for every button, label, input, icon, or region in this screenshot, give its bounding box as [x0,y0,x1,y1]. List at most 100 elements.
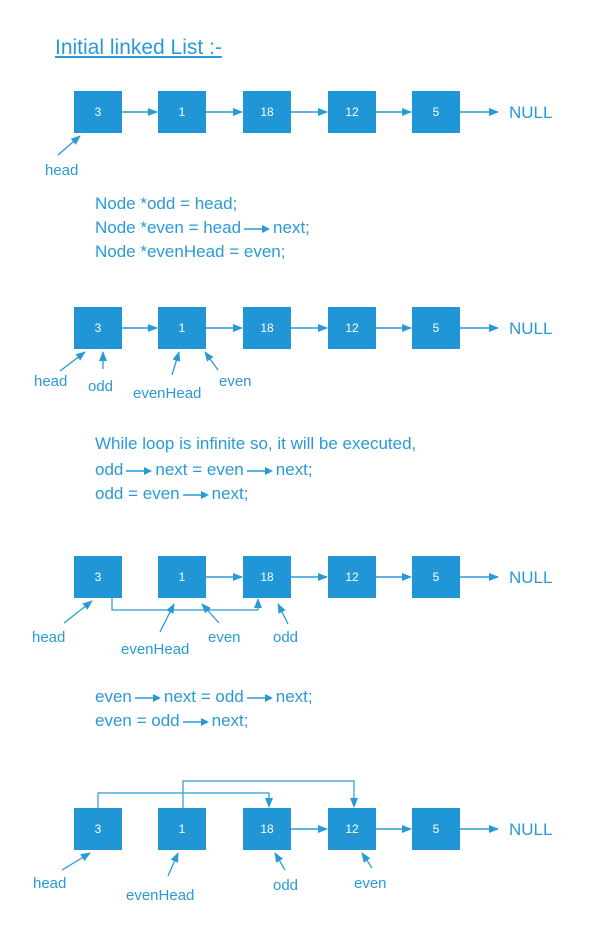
code-text: While loop is infinite so, it will be ex… [95,434,417,453]
list-node [158,808,206,850]
pointer-arrow [277,603,289,625]
linked-list-stage-1: 3 1 18 12 5 NULL head [45,91,552,179]
list-node [158,91,206,133]
code-text: even = odd [95,711,180,730]
code-text: odd [95,460,124,479]
node-value: 18 [260,822,274,836]
null-label: NULL [509,103,552,122]
node-value: 1 [179,570,186,584]
code-text: next = odd [163,687,244,706]
pointer-arrow [204,351,219,371]
arrow-right-icon [246,466,273,475]
pointer-label: even [208,629,241,646]
list-node [158,307,206,349]
pointer-label: head [45,162,78,179]
pointer-arrow [57,135,81,156]
code-line: Node *even = head next; [95,216,310,240]
arrow-right-icon [244,224,271,233]
pointer-arrow [63,600,93,624]
list-node [243,808,291,850]
pointer-label: head [34,373,67,390]
pointer-label: even [219,373,252,390]
pointer-label: odd [273,877,298,894]
null-label: NULL [509,820,552,839]
node-value: 3 [95,570,102,584]
list-node [412,808,460,850]
node-value: 5 [433,105,440,119]
node-value: 12 [345,321,359,335]
pointer-arrow [159,603,175,633]
code-text: Node *odd = head; [95,194,238,213]
arrow-right-icon [246,693,273,702]
node-value: 1 [179,105,186,119]
list-node [74,556,122,598]
list-node [328,556,376,598]
pointer-label: evenHead [126,887,194,904]
list-node [243,91,291,133]
list-node [243,307,291,349]
node-value: 3 [95,822,102,836]
node-value: 5 [433,321,440,335]
pointer-arrow [274,852,286,871]
arrow-right-icon [182,490,209,499]
code-text: Node *evenHead = even; [95,242,286,261]
list-node [158,556,206,598]
rewired-link [111,598,262,611]
node-value: 18 [260,321,274,335]
node-value: 12 [345,822,359,836]
pointer-arrow [201,603,220,624]
pointer-label: even [354,875,387,892]
code-line: While loop is infinite so, it will be ex… [95,432,416,456]
null-label: NULL [509,319,552,338]
code-text: next = even [155,460,244,479]
node-value: 5 [433,822,440,836]
linked-list-stage-2: 3 1 18 12 5 NULL head odd evenHead even [34,307,552,402]
pointer-arrow [59,351,86,372]
linked-list-stage-3: 3 1 18 12 5 NULL head evenHead even odd [32,556,552,658]
code-text: odd = even [95,484,180,503]
list-node [243,556,291,598]
code-text: next; [273,218,310,237]
arrow-right-icon [134,693,161,702]
code-text: next; [275,460,313,479]
rewired-link [182,780,358,808]
code-text: Node *even = head [95,218,242,237]
node-value: 12 [345,570,359,584]
node-value: 18 [260,570,274,584]
list-node [328,91,376,133]
node-value: 5 [433,570,440,584]
pointer-arrow [61,852,91,871]
node-value: 18 [260,105,274,119]
code-block-init: Node *odd = head; Node *even = head next;… [95,192,310,264]
node-value: 12 [345,105,359,119]
pointer-label: evenHead [133,385,201,402]
null-label: NULL [509,568,552,587]
pointer-label: evenHead [121,641,189,658]
list-node [412,91,460,133]
node-value: 1 [179,321,186,335]
node-value: 3 [95,321,102,335]
code-block-loop: While loop is infinite so, it will be ex… [95,432,416,506]
code-text: next; [275,687,313,706]
code-line: odd = even next; [95,482,416,506]
list-node [74,808,122,850]
list-node [74,307,122,349]
pointer-label: head [33,875,66,892]
list-node [412,556,460,598]
pointer-label: odd [88,378,113,395]
arrow-right-icon [126,466,153,475]
code-line: Node *evenHead = even; [95,240,310,264]
pointer-label: odd [273,629,298,646]
node-value: 3 [95,105,102,119]
list-node [328,808,376,850]
code-text: next; [211,484,249,503]
pointer-arrow [167,852,179,877]
node-value: 1 [179,822,186,836]
pointer-label: head [32,629,65,646]
list-node [412,307,460,349]
pointer-arrow [361,852,373,869]
list-node [328,307,376,349]
linked-list-stage-4: 3 1 18 12 5 NULL head evenHead odd even [33,780,552,904]
